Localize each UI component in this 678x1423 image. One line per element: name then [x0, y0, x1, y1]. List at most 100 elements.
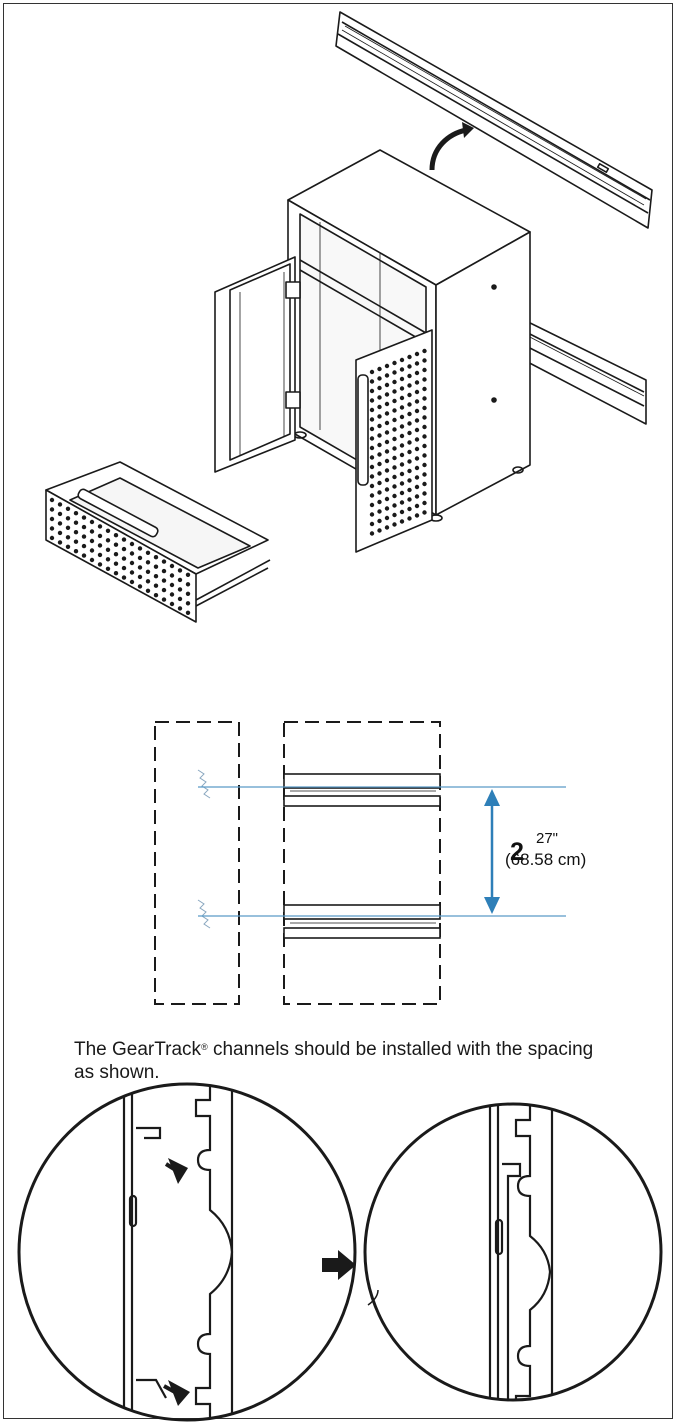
- perforation-dot: [399, 490, 405, 496]
- perforation-dot: [422, 500, 427, 506]
- perforation-dot: [407, 373, 412, 379]
- perforation-dot: [392, 389, 397, 394]
- perforation-dot: [422, 424, 427, 430]
- perforation-dot: [399, 433, 405, 439]
- perforation-dot: [384, 525, 390, 530]
- perforation-dot: [161, 587, 167, 593]
- perforation-dot: [369, 474, 375, 479]
- perforation-dot: [153, 555, 159, 560]
- registered-mark: ®: [201, 1042, 208, 1052]
- perforation-dot: [399, 386, 405, 391]
- perforation-dot: [65, 544, 71, 549]
- perforation-dot: [105, 547, 111, 552]
- perforation-dot: [392, 455, 397, 461]
- perforation-dot: [377, 423, 382, 429]
- detail-after-hooking: [363, 1102, 663, 1402]
- perforation-dot: [369, 464, 375, 470]
- perforation-dot: [384, 506, 390, 511]
- perforation-dot: [384, 468, 390, 473]
- perforation-dot: [81, 553, 87, 558]
- step-arrow: [322, 1250, 356, 1280]
- perforation-dot: [161, 597, 167, 602]
- perforation-dot: [407, 449, 412, 455]
- dimension-arrow: [484, 789, 500, 914]
- perforation-dot: [392, 379, 397, 385]
- perforation-dot: [185, 591, 191, 596]
- perforation-dot: [399, 414, 405, 420]
- detail-before-hooking: [17, 1082, 357, 1422]
- perforation-dot: [377, 509, 382, 514]
- perforation-dot: [407, 487, 412, 493]
- spacing-diagram-outlines: [154, 721, 441, 1005]
- perforation-dot: [161, 559, 167, 564]
- perforation-dot: [81, 524, 87, 530]
- perforation-dot: [169, 573, 175, 578]
- perforation-dot: [105, 566, 111, 571]
- spacing-caption: The GearTrack® channels should be instal…: [74, 1038, 594, 1084]
- perforation-dot: [422, 462, 427, 468]
- drawer: [45, 461, 271, 623]
- perforation-dot: [384, 487, 390, 492]
- perforation-dot: [169, 601, 175, 607]
- perforation-dot: [384, 392, 390, 397]
- perforation-dot: [414, 484, 420, 490]
- perforation-dot: [153, 564, 159, 569]
- perforation-dot: [384, 458, 390, 464]
- perforation-dot: [392, 484, 397, 489]
- perforation-dot: [369, 521, 375, 527]
- perforation-dot: [73, 539, 79, 544]
- perforation-dot: [414, 427, 420, 433]
- perforation-dot: [422, 367, 427, 373]
- perforation-dot: [422, 443, 427, 449]
- perforation-dot: [161, 578, 167, 583]
- perforation-dot: [49, 497, 55, 503]
- perforation-dot: [407, 383, 412, 388]
- perforation-dot: [384, 439, 390, 445]
- perforation-dot: [384, 496, 390, 502]
- perforation-dot: [399, 395, 405, 401]
- perforation-dot: [377, 490, 382, 495]
- perforation-dot: [369, 426, 375, 432]
- perforation-dot: [369, 407, 375, 413]
- perforation-dot: [414, 437, 420, 442]
- perforation-dot: [407, 430, 412, 436]
- lower-geartrack-rail: [519, 317, 647, 425]
- perforation-dot: [169, 563, 175, 569]
- perforation-dot: [392, 474, 397, 480]
- perforation-dot: [392, 427, 397, 432]
- caption-text-end: channels should be installed with the sp…: [74, 1039, 594, 1083]
- perforation-dot: [377, 414, 382, 419]
- door-hinges: [285, 281, 301, 409]
- perforation-dot: [377, 366, 382, 372]
- perforation-dot: [145, 569, 151, 574]
- perforation-dot: [399, 500, 405, 505]
- perforation-dot: [81, 515, 87, 520]
- perforation-dot: [89, 519, 95, 525]
- perforation-dot: [185, 610, 191, 615]
- perforation-dot: [422, 377, 427, 382]
- perforation-dot: [422, 491, 427, 496]
- perforation-dot: [369, 445, 375, 451]
- perforation-dot: [407, 468, 412, 474]
- perforation-dot: [369, 455, 375, 460]
- perforation-dot: [97, 552, 103, 558]
- perforation-dot: [407, 497, 412, 502]
- perforation-dot: [422, 358, 427, 363]
- perforation-dot: [137, 565, 143, 570]
- perforation-dot: [392, 360, 397, 366]
- perforation-dot: [384, 449, 390, 454]
- perforation-dot: [145, 579, 151, 584]
- perforation-dot: [407, 478, 412, 483]
- perforation-dot: [81, 534, 87, 539]
- perforation-dot: [65, 516, 71, 521]
- perforation-dot: [377, 499, 382, 505]
- perforation-dot: [97, 543, 103, 548]
- perforation-dot: [57, 521, 63, 526]
- perforation-dot: [129, 560, 135, 566]
- perforation-dot: [129, 551, 135, 556]
- perforation-dot: [369, 436, 375, 441]
- perforation-dot: [399, 452, 405, 458]
- perforation-dot: [377, 471, 382, 476]
- perforation-dot: [377, 395, 382, 400]
- perforation-dot: [414, 465, 420, 471]
